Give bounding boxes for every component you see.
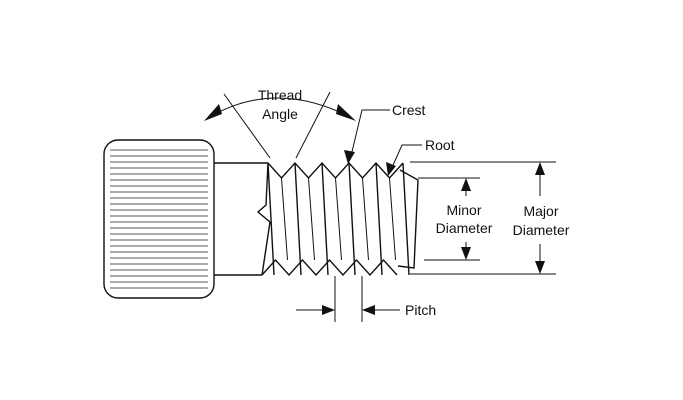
pitch-dimension: Pitch: [296, 276, 436, 322]
thread-crest-line: [348, 162, 356, 276]
root-arrowhead: [386, 162, 396, 176]
thread-body: [256, 161, 419, 277]
thread-top-profile: [267, 161, 404, 180]
thread-root-line: [335, 177, 342, 261]
minor-diameter-bottom-arrowhead: [461, 247, 471, 260]
screw-head-outline: [103, 139, 215, 299]
major-diameter-top-arrowhead: [535, 162, 545, 175]
thread-root-line: [281, 177, 288, 261]
thread-crest-line: [294, 162, 302, 276]
major-diameter-dimension: Major Diameter: [410, 161, 570, 275]
root-leader-line: [389, 144, 422, 173]
thread-end-chamfer: [397, 169, 419, 269]
thread-crest-line: [402, 162, 410, 276]
minor-diameter-dimension: Minor Diameter: [418, 177, 493, 261]
thread-root-line: [308, 177, 315, 261]
thread-angle-left-line: [223, 93, 271, 159]
thread-crest-line: [321, 162, 329, 276]
minor-diameter-label-line2: Diameter: [436, 220, 493, 236]
major-diameter-label-line2: Diameter: [513, 222, 570, 238]
thread-angle-arc: [207, 97, 353, 119]
minor-diameter-label-line1: Minor: [446, 202, 481, 218]
crest-label: Crest: [392, 102, 426, 118]
thread-angle-indicator: Thread Angle: [204, 87, 356, 159]
thread-root-line: [389, 177, 396, 261]
pitch-left-arrowhead: [322, 305, 335, 315]
thread-angle-label-line1: Thread: [258, 87, 302, 103]
crest-callout: Crest: [344, 102, 426, 164]
thread-start-notch: [256, 162, 271, 276]
root-label: Root: [425, 137, 455, 153]
thread-angle-label-line2: Angle: [262, 106, 298, 122]
crest-arrowhead: [344, 150, 355, 164]
thread-angle-left-arrowhead: [204, 104, 222, 121]
major-diameter-label-line1: Major: [523, 203, 558, 219]
screw-head: [103, 139, 215, 299]
pitch-right-arrowhead: [362, 305, 375, 315]
thread-flank-lines: [267, 162, 410, 276]
thread-root-line: [362, 177, 369, 261]
pitch-label: Pitch: [405, 302, 436, 318]
root-callout: Root: [386, 137, 455, 176]
major-diameter-bottom-arrowhead: [535, 261, 545, 274]
minor-diameter-top-arrowhead: [461, 178, 471, 191]
thread-crest-line: [267, 162, 275, 276]
knurl-lines: [110, 149, 208, 289]
thread-angle-right-arrowhead: [336, 104, 356, 121]
thread-angle-right-line: [295, 91, 331, 159]
thread-crest-line: [375, 162, 383, 276]
crest-leader-line: [349, 109, 390, 161]
thread-bottom-profile: [261, 258, 398, 277]
